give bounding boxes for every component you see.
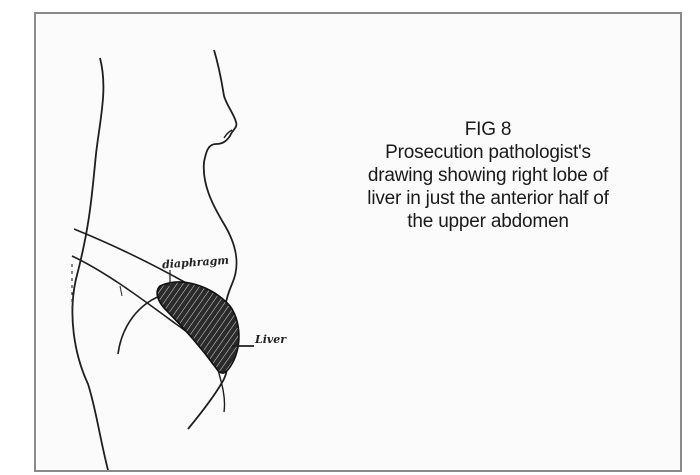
- back-outline: [72, 58, 108, 470]
- band-tick: [120, 286, 122, 296]
- torso-diagram: [36, 14, 680, 470]
- caption-line: liver in just the anterior half of: [342, 187, 634, 210]
- lower-abdomen-curve: [218, 370, 225, 412]
- caption-line: Prosecution pathologist's: [342, 141, 634, 164]
- caption-line: drawing showing right lobe of: [342, 164, 634, 187]
- liver-label: Liver: [255, 333, 286, 346]
- liver-shape: [157, 282, 239, 373]
- caption-line: the upper abdomen: [342, 210, 634, 233]
- front-outline: [188, 50, 237, 429]
- figure-caption: FIG 8 Prosecution pathologist's drawing …: [342, 118, 634, 233]
- caption-figure-number: FIG 8: [342, 118, 634, 141]
